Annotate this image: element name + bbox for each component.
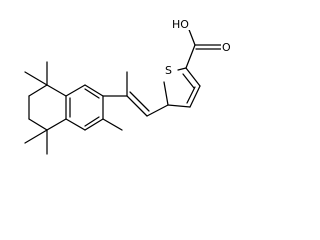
- atom-label-sulfur: S: [164, 63, 174, 77]
- thiophene-c2-c3-bond: [185, 67, 201, 87]
- propenyl-linker: [102, 71, 169, 117]
- gem-dimethyl-bottom: [24, 129, 48, 155]
- ring-c8a-c8-bond: [46, 84, 67, 97]
- thiophene-c4-c5-bond: [167, 104, 191, 108]
- aromatic-bond-5: [84, 118, 104, 131]
- thiophene-c5-s-bond: [163, 81, 169, 106]
- aromatic-bond-2: [65, 84, 86, 97]
- aryl-methyl-bond: [102, 118, 123, 131]
- vinyl-double-bond: [126, 95, 148, 117]
- ring-to-vinyl-bond: [146, 104, 169, 117]
- thiophene-c3-c4-inner-bond: [186, 86, 196, 104]
- aromatic-bond-1: [84, 84, 104, 97]
- thiophene-ring: [163, 67, 201, 108]
- gem-dimethyl-top: [24, 61, 48, 86]
- ring-c8-c7-bond: [28, 84, 48, 97]
- ring-c6-c5-bond: [28, 118, 48, 131]
- thiophene-c2-c3-inner-bond: [182, 73, 195, 89]
- atom-label-hydroxyl: HO: [172, 17, 190, 31]
- aromatic-inner-bond-3: [84, 116, 100, 127]
- aromatic-inner-bond-1: [84, 88, 100, 99]
- aromatic-bond-4: [65, 118, 86, 131]
- chemical-structure-diagram: HO O S: [24, 17, 231, 155]
- bottom-methyl-bond-2: [24, 129, 48, 144]
- vinyl-double-bond-inner: [129, 91, 150, 112]
- carboxylic-acid-group: [185, 26, 223, 69]
- top-methyl-bond-2: [24, 71, 48, 86]
- hydroxyl-label: HO: [172, 18, 189, 31]
- sulfur-label: S: [165, 64, 172, 77]
- thiophene-s-c2-bond: [177, 67, 187, 71]
- atom-label-carbonyl-oxygen: O: [221, 40, 231, 54]
- acid-to-ring-bond: [185, 44, 196, 69]
- ring-c5-c4a-bond: [46, 118, 67, 131]
- thiophene-c3-c4-bond: [189, 85, 201, 108]
- saturated-ring: [28, 84, 67, 131]
- aromatic-ring: [65, 84, 123, 131]
- carbonyl-oxygen-label: O: [222, 41, 231, 54]
